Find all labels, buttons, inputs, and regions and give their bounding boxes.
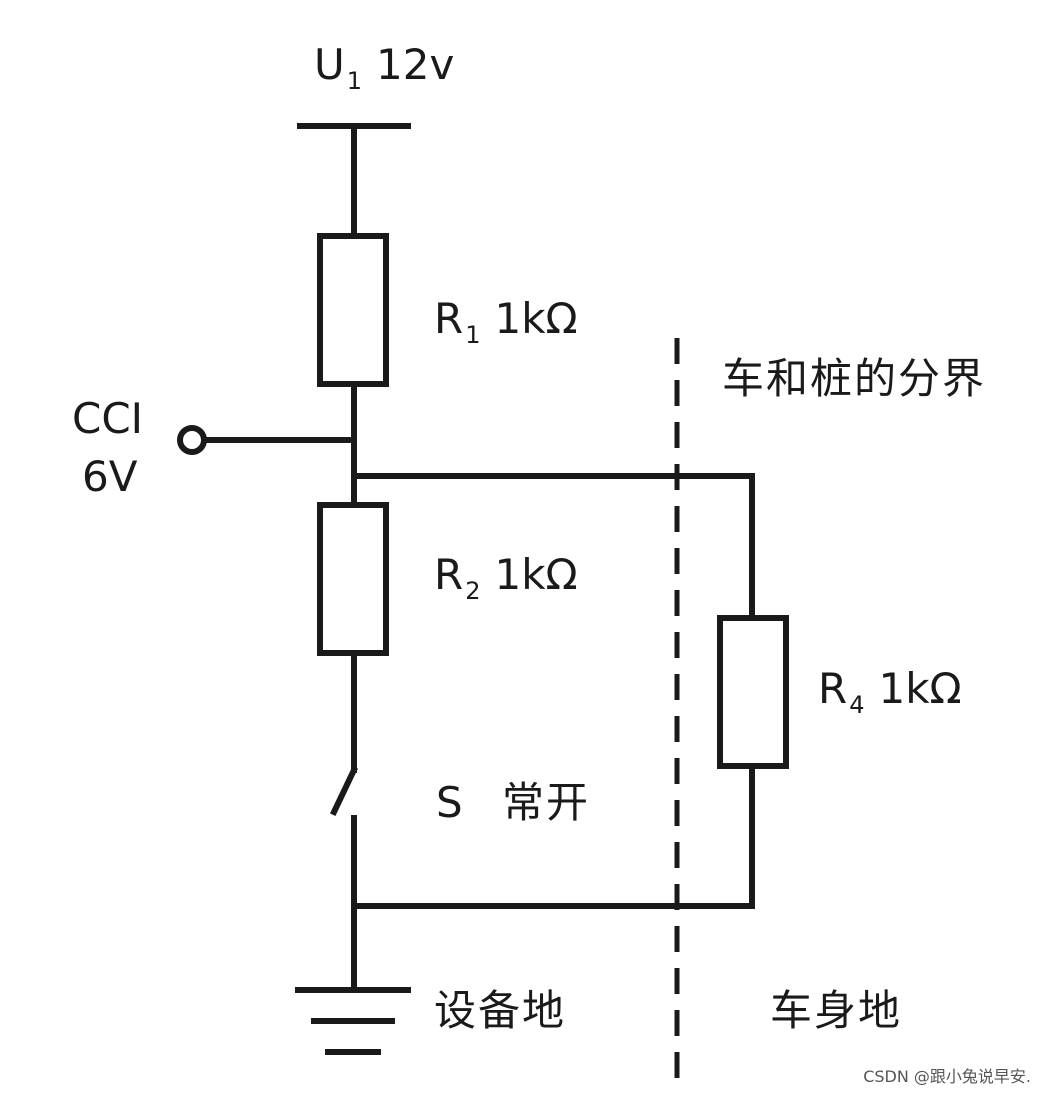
vehicle-ground-label: 车身地 [770, 986, 903, 1035]
switch-state: 常开 [502, 778, 591, 827]
r4-sub: 4 [849, 691, 865, 719]
r1-sub: 1 [465, 321, 481, 349]
r2-value: 1kΩ [494, 550, 578, 599]
switch-label: S 常开 [436, 782, 590, 824]
cci-name-label: CCI [72, 394, 144, 443]
watermark: CSDN @跟小兔说早安. [863, 1067, 1031, 1086]
r2-sub: 2 [465, 577, 481, 605]
r1-name: R [434, 294, 464, 343]
switch-blade [330, 766, 358, 816]
r1-value: 1kΩ [494, 294, 578, 343]
equipment-ground-label: 设备地 [434, 986, 567, 1035]
r4-value: 1kΩ [878, 664, 962, 713]
r4-name: R [818, 664, 848, 713]
boundary-label: 车和桩的分界 [722, 354, 987, 403]
switch-name: S [436, 778, 463, 827]
resistor-r2 [317, 502, 389, 656]
supply-value: 12v [376, 40, 455, 89]
cci-terminal [177, 425, 207, 455]
cci-value-label: 6V [82, 452, 138, 501]
supply-sub: 1 [346, 67, 363, 95]
resistor-r1 [317, 233, 389, 387]
supply-name: U [314, 40, 345, 89]
r2-name: R [434, 550, 464, 599]
resistor-r4 [717, 615, 789, 769]
